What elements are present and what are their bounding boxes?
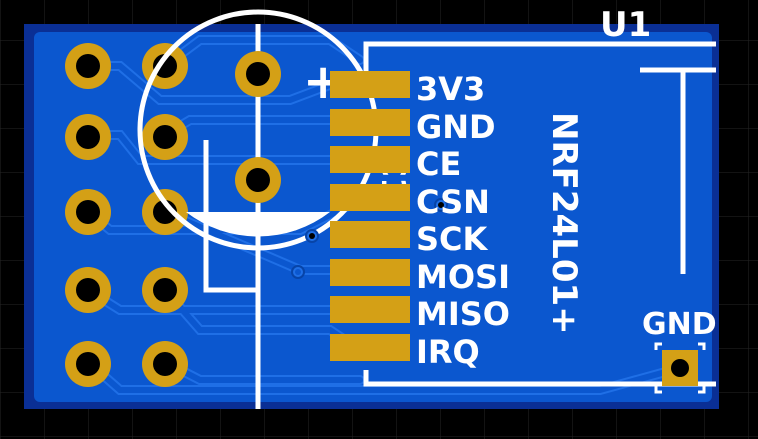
pin-label-sck: SCK — [416, 220, 489, 258]
pin-label-3v3: 3V3 — [416, 70, 485, 108]
smd-pad — [330, 109, 410, 136]
module-smd-pads — [330, 71, 410, 361]
capacitor-hole-positive — [246, 62, 270, 86]
pin-label-miso: MISO — [416, 295, 510, 333]
header-hole — [153, 54, 177, 78]
pin-label-gnd: GND — [416, 108, 496, 146]
header-hole — [153, 278, 177, 302]
gnd-pad-corner — [698, 386, 706, 394]
pin-label-mosi: MOSI — [416, 258, 510, 296]
header-hole — [76, 200, 100, 224]
header-hole — [153, 125, 177, 149]
gnd-test-pad: GND — [642, 307, 717, 394]
module-ref-designator: U1 — [600, 5, 651, 45]
smd-pad — [330, 71, 410, 98]
header-2x5 — [65, 43, 188, 387]
smd-pad — [330, 296, 410, 323]
gnd-pad-corner — [698, 342, 706, 350]
capacitor-body-outline — [203, 140, 258, 293]
smd-pad — [330, 184, 410, 211]
header-hole — [76, 352, 100, 376]
smd-pad — [330, 221, 410, 248]
capacitor-c1: + C1 — [137, 9, 413, 409]
smd-pad — [330, 146, 410, 173]
module-pin-labels: 3V3 GND CE CSN SCK MOSI MISO IRQ — [416, 70, 510, 371]
pin-label-ce: CE — [416, 145, 461, 183]
module-part-name: NRF24L01+ — [544, 112, 584, 335]
capacitor-hole-negative — [246, 168, 270, 192]
via — [295, 269, 301, 275]
smd-pad — [330, 334, 410, 361]
module-u1: U1 NRF24L01+ 3V3 GND CE CSN SCK MOSI MIS… — [330, 5, 716, 387]
via — [309, 233, 315, 239]
gnd-pad-hole — [671, 359, 689, 377]
header-hole — [76, 125, 100, 149]
pin-label-csn: CSN — [416, 183, 490, 221]
module-outline — [363, 41, 716, 387]
header-hole — [153, 352, 177, 376]
gnd-pad-corner — [654, 342, 662, 350]
gnd-pad-corner — [654, 386, 662, 394]
via — [438, 202, 444, 208]
pin-label-irq: IRQ — [416, 333, 480, 371]
header-hole — [76, 54, 100, 78]
smd-pad — [330, 259, 410, 286]
header-hole — [76, 278, 100, 302]
vias — [291, 198, 448, 279]
gnd-pad-label: GND — [642, 307, 717, 342]
